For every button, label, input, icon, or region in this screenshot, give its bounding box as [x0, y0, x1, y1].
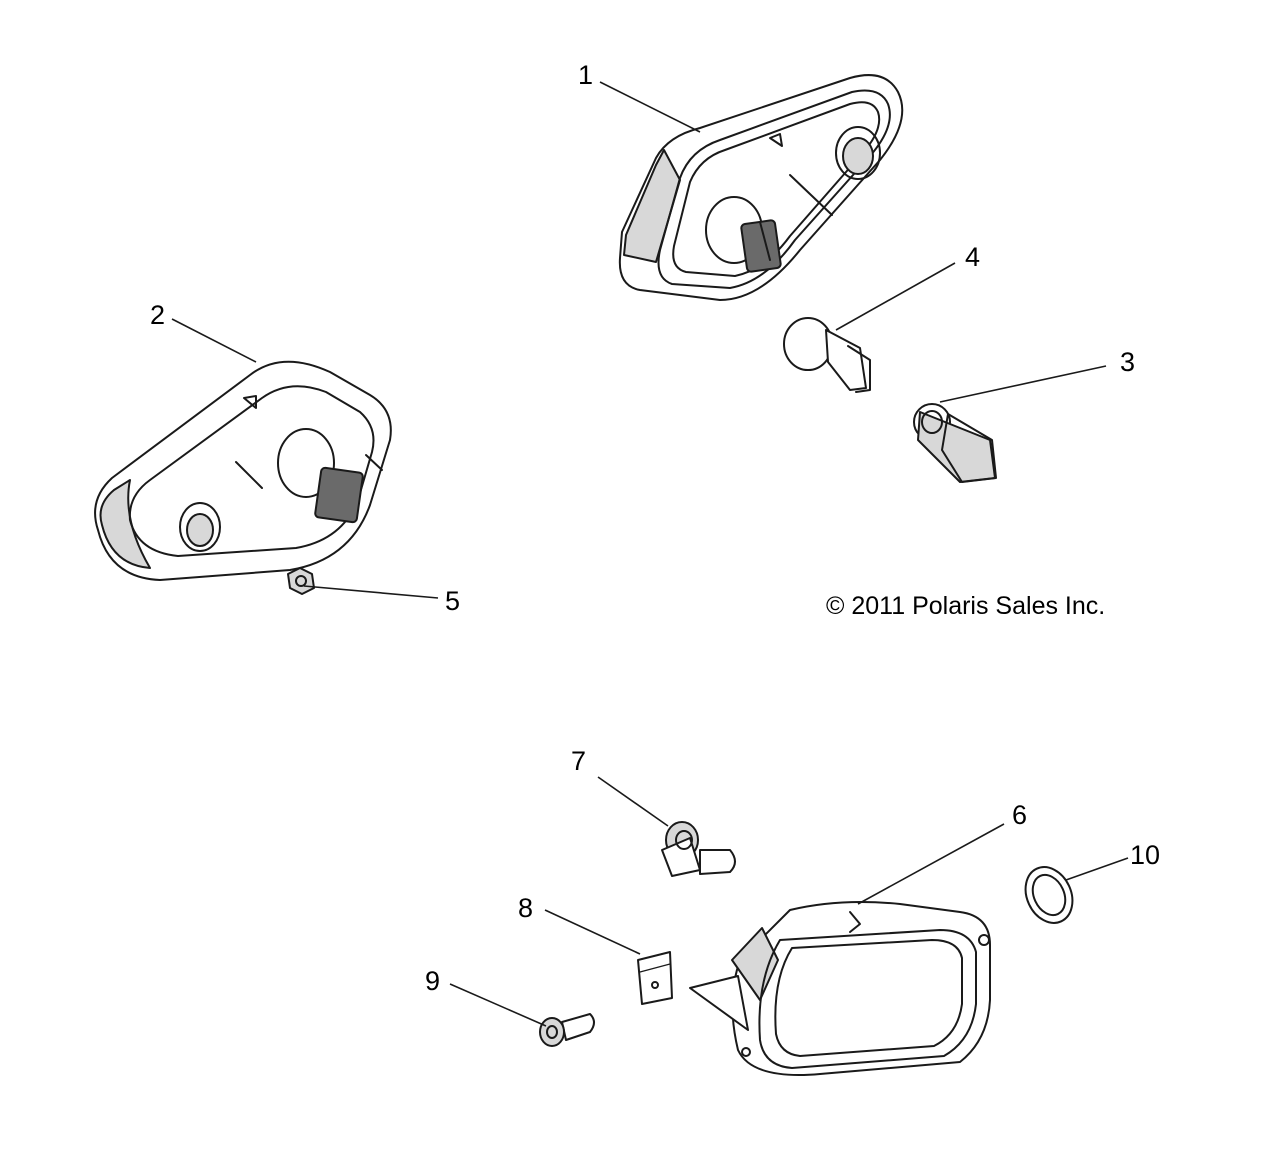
callout-9: 9: [425, 966, 441, 996]
leader-lines: [171, 81, 1129, 1027]
leader-1: [599, 81, 701, 133]
part-5-nut: [287, 567, 315, 595]
part-2-tail-light-left: [94, 360, 392, 581]
part-9-screw: [539, 1013, 595, 1047]
leader-4: [835, 262, 956, 331]
callout-3: 3: [1120, 347, 1136, 377]
leader-2: [171, 318, 257, 363]
part-8-clip: [637, 951, 673, 1005]
part-4-bulb: [783, 317, 871, 393]
part-1-tail-light-right: [618, 74, 904, 301]
part-3-socket: [913, 403, 997, 483]
callout-10: 10: [1130, 840, 1161, 870]
leader-6: [857, 823, 1005, 905]
part-6-headlight: [689, 901, 991, 1076]
callout-7: 7: [571, 746, 587, 776]
callout-6: 6: [1012, 800, 1028, 830]
copyright-notice: © 2011 Polaris Sales Inc.: [826, 592, 1106, 620]
leader-10: [1065, 857, 1129, 881]
part-7-headlight-bulb: [661, 821, 736, 877]
leader-8: [544, 909, 641, 955]
callout-5: 5: [445, 586, 461, 616]
callout-4: 4: [965, 242, 981, 272]
callout-8: 8: [518, 893, 534, 923]
callout-2: 2: [150, 300, 166, 330]
callout-1: 1: [578, 60, 594, 90]
leader-5: [303, 585, 439, 599]
leader-7: [597, 776, 669, 827]
part-10-o-ring: [1024, 866, 1074, 924]
leader-3: [939, 365, 1107, 403]
leader-9: [449, 983, 547, 1027]
